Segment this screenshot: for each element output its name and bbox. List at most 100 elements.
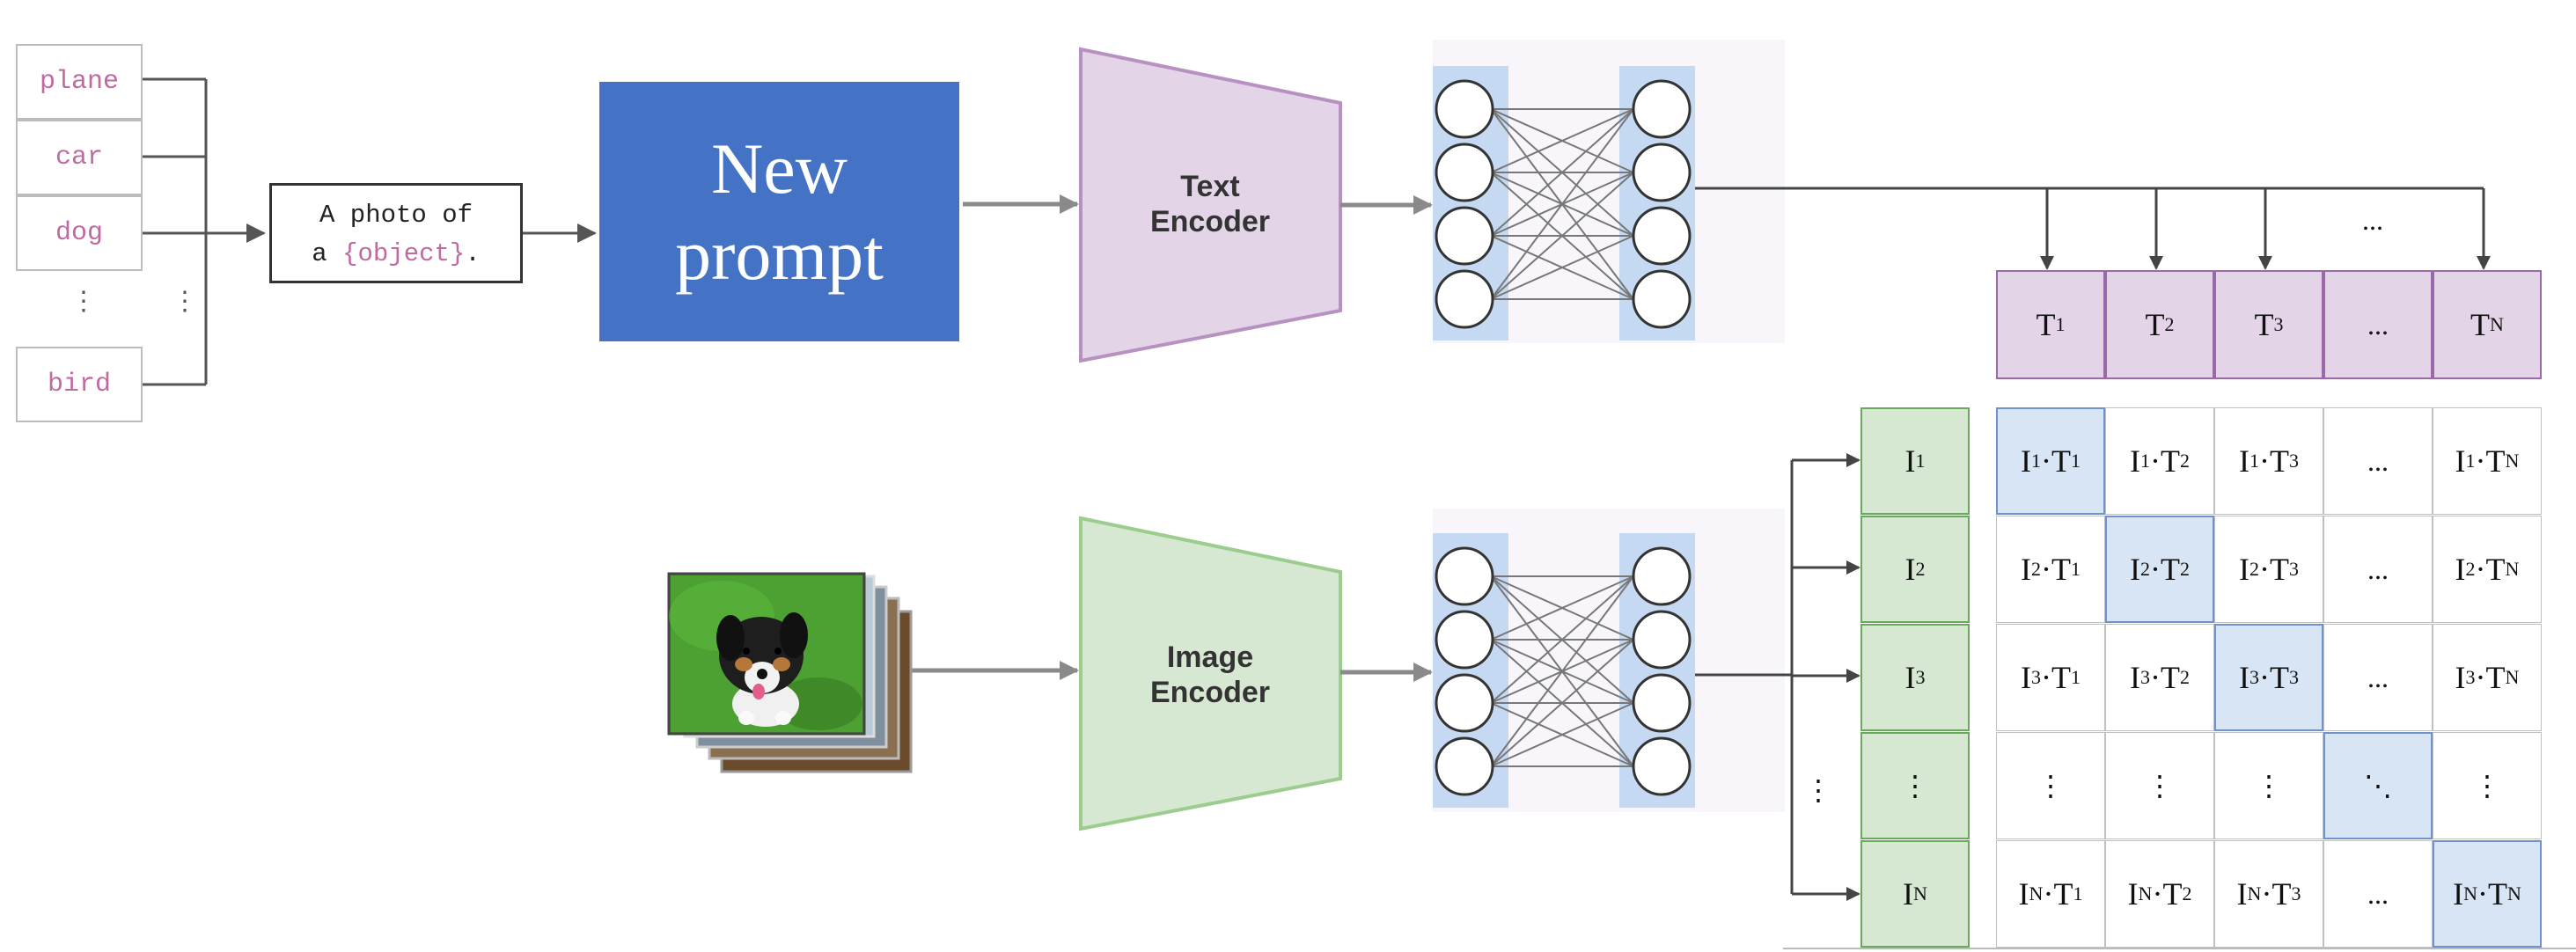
matrix-cell-N-d: ... [2323,840,2433,948]
matrix-cell-1-d: ... [2323,407,2433,515]
image-feature-N-subscript: N [1913,882,1927,904]
text-arrows-ellipsis: ... [2362,203,2383,236]
matrix-cell-2-N-text-base: T [2485,552,2506,587]
matrix-cell-3-2-image-subscript: 3 [2140,666,2150,688]
matrix-cell-1-1-image-base: I [2021,443,2031,479]
image-encoder-shape [1079,516,1342,831]
text-feature-1-subscript: 1 [2055,313,2066,335]
matrix-cell-3-2-image-base: I [2130,660,2140,695]
matrix-cell-2-3-dot: · [2259,552,2270,587]
matrix-cell-N-N-image-subscript: N [2463,882,2477,904]
matrix-cell-2-2-image-base: I [2130,552,2140,587]
matrix-cell-2-2-text-subscript: 2 [2180,558,2190,580]
matrix-cell-N-2-text-subscript: 2 [2182,882,2192,904]
text-feature-connectors [1695,187,2491,270]
matrix-cell-3-1-image-base: I [2021,660,2031,695]
matrix-cell-3-1-text-base: T [2051,660,2071,695]
matrix-cell-N-3-text-subscript: 3 [2291,882,2301,904]
image-feature-connectors [1695,453,1860,901]
text-feature-2-subscript: 2 [2164,313,2175,335]
matrix-cell-3-3-text-base: T [2270,660,2289,695]
matrix-cell-3-N-dot: · [2475,660,2486,695]
matrix-cell-3-N-text-subscript: N [2505,666,2520,688]
matrix-cell-N-3-text-base: T [2271,876,2292,912]
matrix-cell-N-3-image-subscript: N [2247,882,2262,904]
text-feature-2-base: T [2145,307,2165,342]
matrix-cell-1-N-image-base: I [2455,443,2466,479]
image-feature-3-base: I [1904,660,1916,695]
matrix-cell-2-1-text-subscript: 1 [2071,558,2081,580]
matrix-cell-2-3-text-subscript: 3 [2289,558,2299,580]
matrix-cell-2-N-text-subscript: N [2505,558,2520,580]
image-feature-N-base: I [1903,876,1914,912]
matrix-cell-2-2-dot: · [2150,552,2161,587]
puppy-photo-stack [667,572,913,773]
matrix-cell-N-N-text-base: T [2488,876,2507,912]
image-feature-ellipsis-base: ⋮ [1901,770,1929,802]
matrix-cell-1-2-text-subscript: 2 [2180,450,2190,472]
matrix-cell-1-1-text-base: T [2051,443,2071,479]
template-line-1: A photo of [319,201,473,230]
class-bracket [143,77,266,386]
matrix-cell-1-3-text-subscript: 3 [2289,450,2299,472]
matrix-cell-1-2-image-subscript: 1 [2140,450,2150,472]
matrix-cell-2-3-text-base: T [2270,552,2289,587]
template-object-placeholder: {object} [342,239,466,268]
matrix-cell-N-N-text-subscript: N [2507,882,2521,904]
matrix-cell-3-2-text-subscript: 2 [2180,666,2190,688]
matrix-cell-2-N-image-base: I [2455,552,2466,587]
matrix-cell-N-2-image-base: I [2127,876,2139,912]
matrix-cell-1-3-image-subscript: 1 [2249,450,2259,472]
template-line-2: a {object}. [272,235,520,274]
matrix-cell-1-2-dot: · [2150,443,2161,479]
matrix-cell-2-d: ... [2323,516,2433,623]
matrix-cell-N-N-image-base: I [2453,876,2464,912]
matrix-cell-N-1-text-base: T [2053,876,2073,912]
class-label-bird: bird [16,347,143,422]
image-encoder-label-line-1: Image [1166,641,1254,674]
matrix-cell-1-2-text-base: T [2161,443,2180,479]
matrix-cell-d-3: ⋮ [2214,732,2323,839]
matrix-cell-2-1-dot: · [2041,552,2051,587]
matrix-cell-1-N-dot: · [2475,443,2486,479]
matrix-cell-d-N: ⋮ [2433,732,2542,839]
matrix-cell-2-2-image-subscript: 2 [2140,558,2150,580]
matrix-cell-1-1-text-subscript: 1 [2071,450,2081,472]
matrix-cell-N-N-dot: · [2477,876,2488,912]
image-feature-2-subscript: 2 [1915,558,1926,580]
matrix-cell-N-3-dot: · [2261,876,2272,912]
matrix-cell-d-1: ⋮ [1996,732,2105,839]
template-line-2-suffix: . [465,239,481,268]
matrix-cell-2-1-image-subscript: 2 [2031,558,2041,580]
image-feature-ellipsis: ⋮ [1860,732,1970,839]
matrix-cell-1-3-image-base: I [2239,443,2249,479]
new-prompt-box: New prompt [599,82,959,341]
matrix-cell-N-3-image-base: I [2236,876,2248,912]
matrix-cell-N-2-dot: · [2152,876,2163,912]
matrix-cell-N-2-text-base: T [2162,876,2183,912]
text-encoder-label-line-1: Text [1180,170,1240,203]
image-network [1433,509,1785,812]
matrix-cell-3-3-text-subscript: 3 [2289,666,2299,688]
image-arrows-ellipsis: ⋮ [1804,774,1832,806]
matrix-cell-1-1-dot: · [2041,443,2051,479]
matrix-cell-3-N-image-base: I [2455,660,2466,695]
matrix-cell-N-1-text-subscript: 1 [2073,882,2083,904]
